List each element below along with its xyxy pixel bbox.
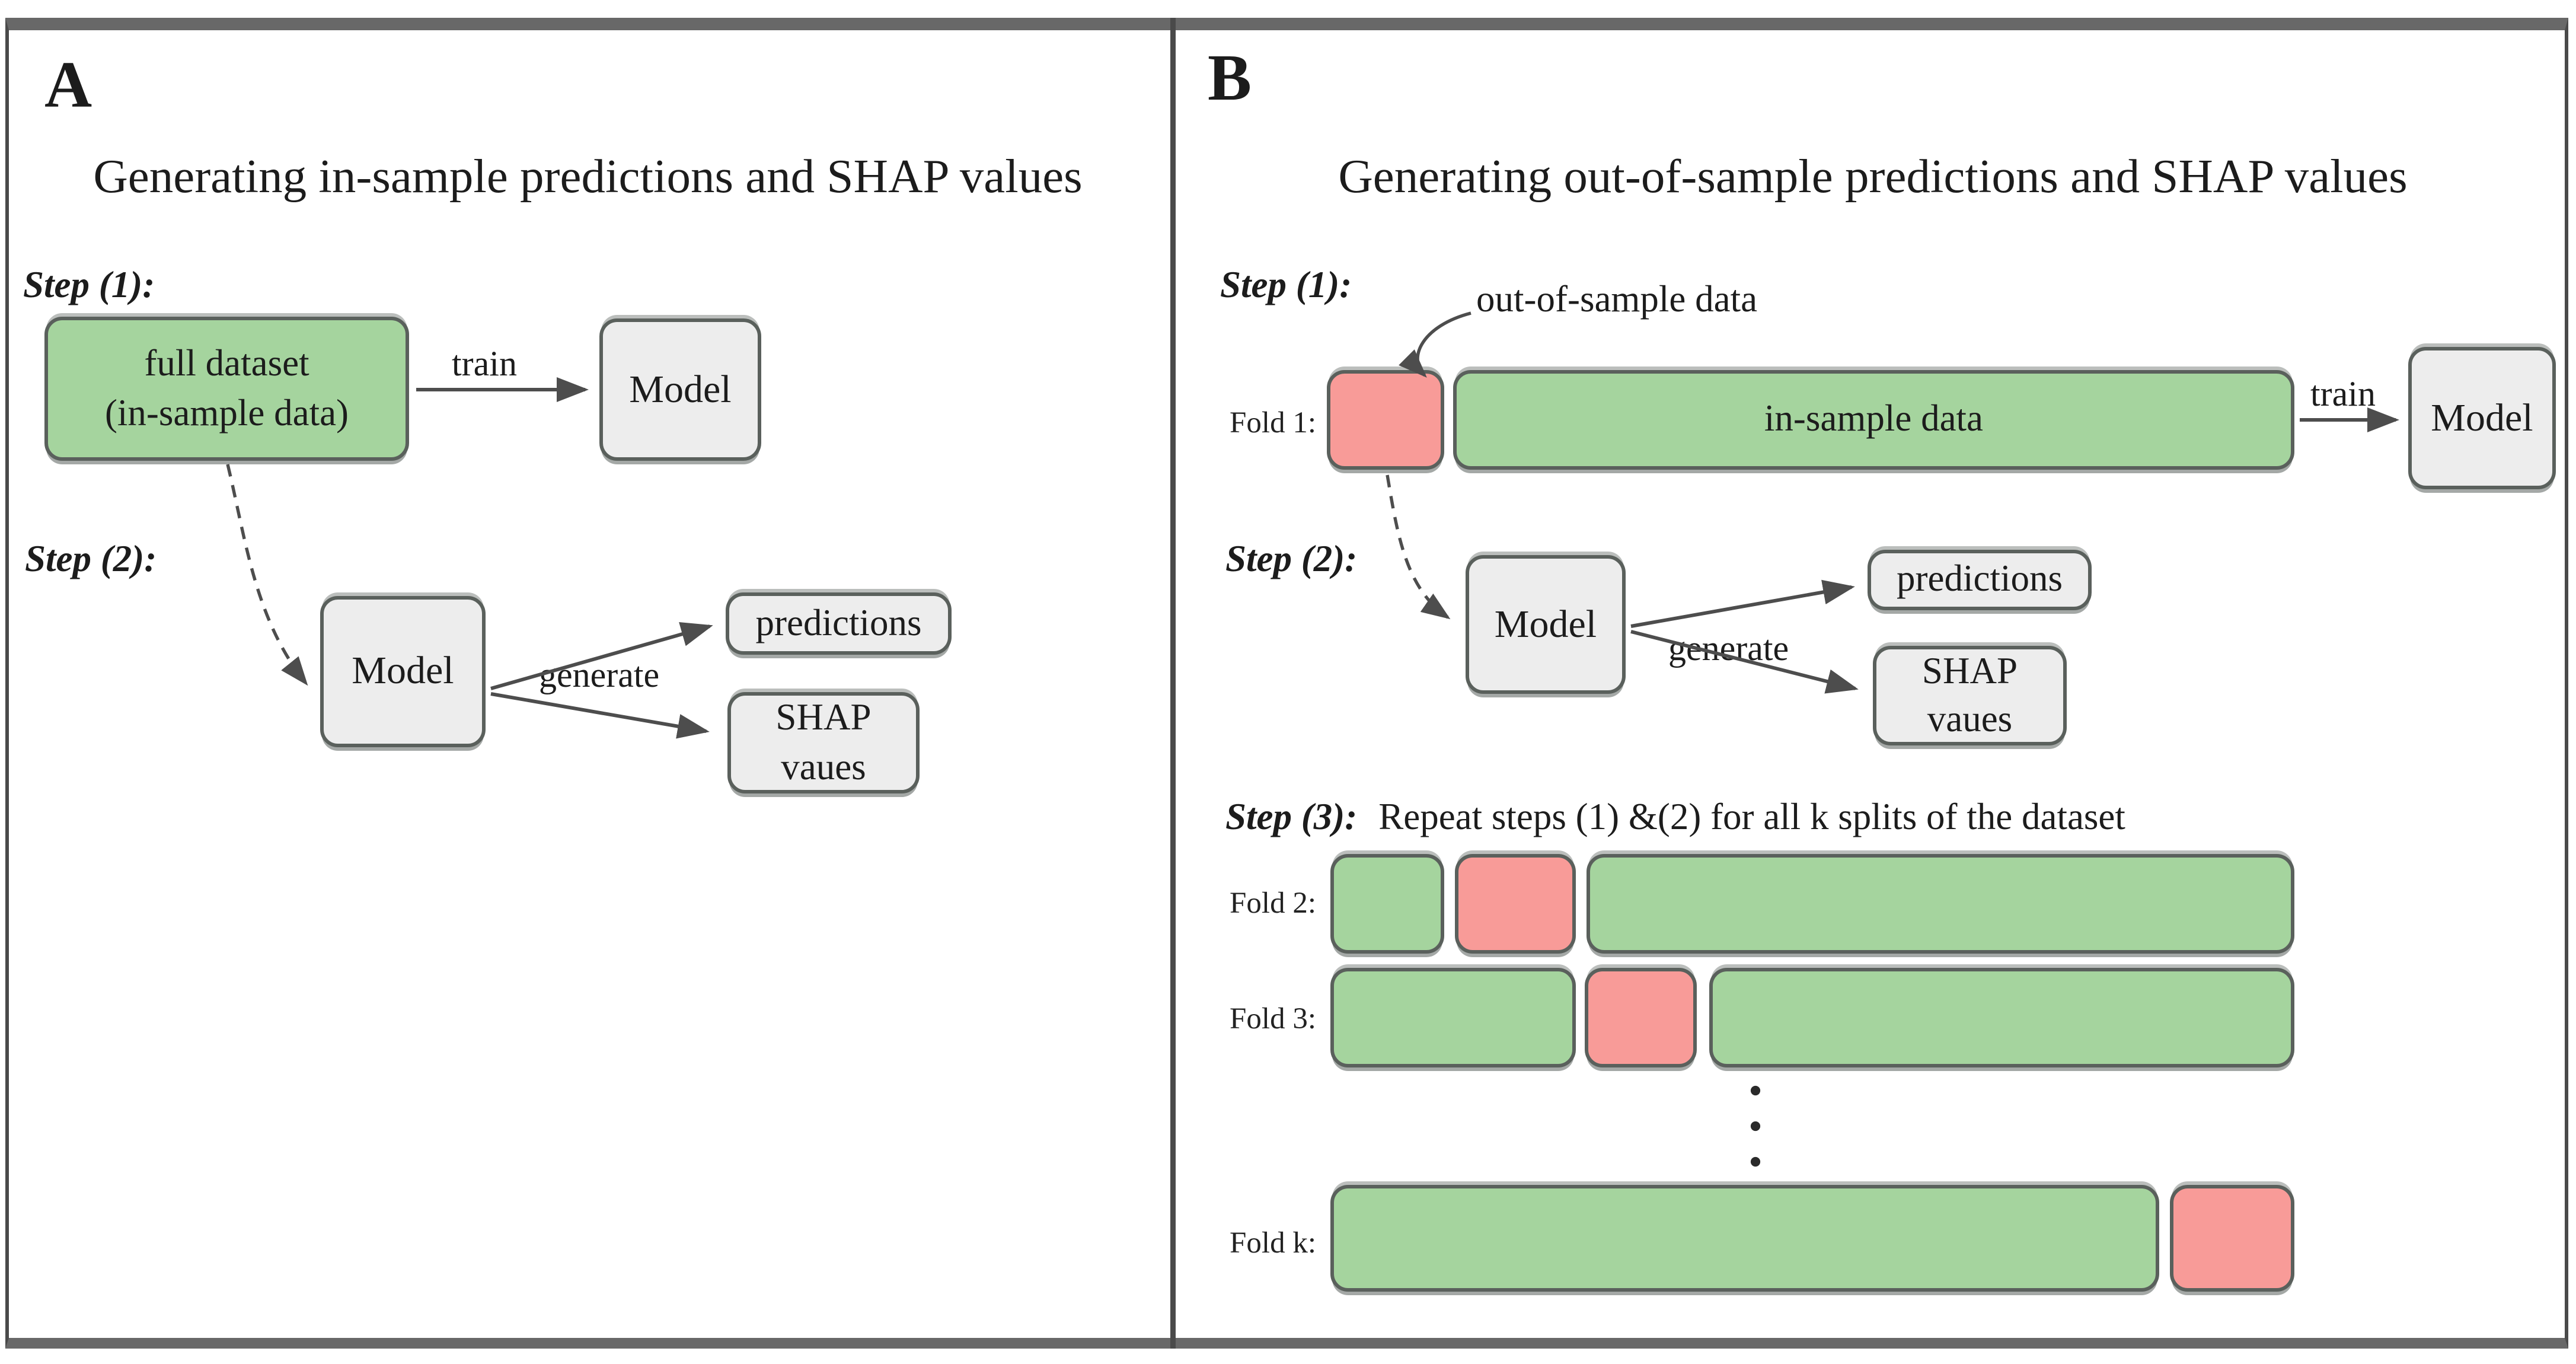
- fold-1-label: Fold 1:: [1230, 406, 1316, 439]
- panel-b-shap-line1: SHAP: [1921, 649, 2018, 692]
- outer-frame: [5, 18, 2568, 1349]
- panel-b-predictions-box: predictions: [1868, 550, 2092, 610]
- fold3-out-of-sample-segment: [1585, 968, 1697, 1067]
- panel-b-model2-box: Model: [1466, 555, 1626, 694]
- panel-b-model1-box: Model: [2408, 347, 2556, 489]
- fold1-in-sample-segment: in-sample data: [1453, 370, 2294, 470]
- panel-b-title: Generating out-of-sample predictions and…: [1338, 149, 2408, 203]
- foldk-in-sample-segment: [1330, 1185, 2159, 1292]
- panel-a-step1-label: Step (1):: [23, 263, 155, 306]
- panel-a-generate-label: generate: [539, 656, 660, 696]
- panel-a-step2-label: Step (2):: [25, 537, 157, 580]
- panel-b-step1-label: Step (1):: [1220, 263, 1352, 306]
- panel-a-model2-box: Model: [320, 596, 486, 747]
- full-dataset-line2: (in-sample data): [104, 390, 349, 434]
- panel-b-model2-text: Model: [1494, 601, 1597, 646]
- panel-b-model1-text: Model: [2431, 394, 2533, 439]
- panel-a-predictions-text: predictions: [755, 601, 922, 644]
- out-of-sample-pointer-label: out-of-sample data: [1476, 278, 1758, 320]
- fold-k-label: Fold k:: [1230, 1226, 1316, 1260]
- panel-b-predictions-text: predictions: [1897, 557, 2063, 601]
- panel-b-step2-label: Step (2):: [1225, 537, 1358, 580]
- panel-a-model1-box: Model: [599, 318, 761, 461]
- full-dataset-box: full dataset (in-sample data): [44, 317, 409, 461]
- panel-a-predictions-box: predictions: [726, 592, 952, 655]
- panel-a-shap-box: SHAP vaues: [727, 692, 920, 793]
- panel-b-label: B: [1208, 43, 1252, 116]
- full-dataset-line1: full dataset: [144, 342, 309, 385]
- in-sample-data-text: in-sample data: [1764, 397, 1984, 441]
- panel-b-shap-line2: vaues: [1927, 697, 2013, 740]
- fold2-in-sample-segment-right: [1587, 854, 2294, 954]
- panel-a-label: A: [44, 50, 92, 123]
- panel-a-model1-text: Model: [629, 366, 732, 411]
- panel-a-title: Generating in-sample predictions and SHA…: [93, 149, 1083, 203]
- fold2-out-of-sample-segment: [1455, 854, 1576, 954]
- panel-a-train-label: train: [452, 345, 517, 384]
- panel-a-shap-line1: SHAP: [775, 696, 872, 739]
- panel-b-step3-label: Step (3):: [1225, 795, 1358, 838]
- fold3-in-sample-segment-left: [1330, 968, 1576, 1067]
- foldk-out-of-sample-segment: [2170, 1185, 2294, 1292]
- fold-2-label: Fold 2:: [1230, 886, 1316, 920]
- panel-b-step3-line: Step (3): Repeat steps (1) &(2) for all …: [1225, 795, 2125, 840]
- fold2-in-sample-segment-left: [1330, 854, 1444, 954]
- panel-b-step3-text: Repeat steps (1) &(2) for all k splits o…: [1378, 795, 2125, 838]
- panel-a-model2-text: Model: [352, 648, 454, 693]
- panel-b-generate-label: generate: [1668, 630, 1789, 669]
- panel-a-shap-line2: vaues: [781, 744, 866, 788]
- fold1-out-of-sample-segment: [1327, 370, 1444, 470]
- fold3-in-sample-segment-right: [1709, 968, 2294, 1067]
- fold-3-label: Fold 3:: [1230, 1002, 1316, 1035]
- panel-divider: [1170, 18, 1176, 1349]
- panel-b-train-label: train: [2310, 375, 2376, 415]
- panel-b-shap-box: SHAP vaues: [1873, 646, 2067, 745]
